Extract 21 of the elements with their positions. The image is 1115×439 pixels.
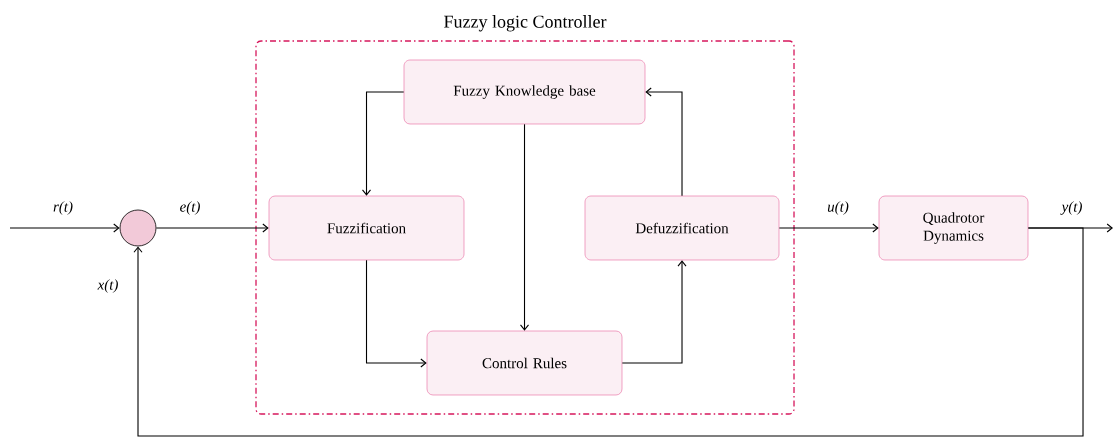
arrow — [133, 227, 1084, 437]
edge-label: u(t) — [826, 200, 850, 216]
summing-junction — [119, 209, 157, 247]
arrow — [778, 223, 879, 233]
process-box: Quadrotor Dynamics — [878, 195, 1029, 261]
arrow — [621, 260, 687, 364]
edge-label: y(t) — [1060, 200, 1084, 216]
edge-label: r(t) — [52, 200, 74, 216]
process-box: Fuzzification — [268, 195, 465, 261]
process-box: Fuzzy Knowledge base — [403, 59, 646, 125]
arrow — [519, 123, 530, 331]
edge-label: x(t) — [96, 278, 120, 294]
arrow — [365, 259, 427, 368]
process-box: Defuzzification — [584, 195, 780, 261]
arrow — [155, 223, 269, 233]
arrow — [361, 91, 405, 196]
edge-label: e(t) — [178, 200, 202, 216]
group-heading: Fuzzy logic Controller — [444, 15, 607, 32]
process-box: Control Rules — [426, 330, 623, 396]
arrow — [645, 87, 683, 197]
arrow — [9, 223, 120, 233]
